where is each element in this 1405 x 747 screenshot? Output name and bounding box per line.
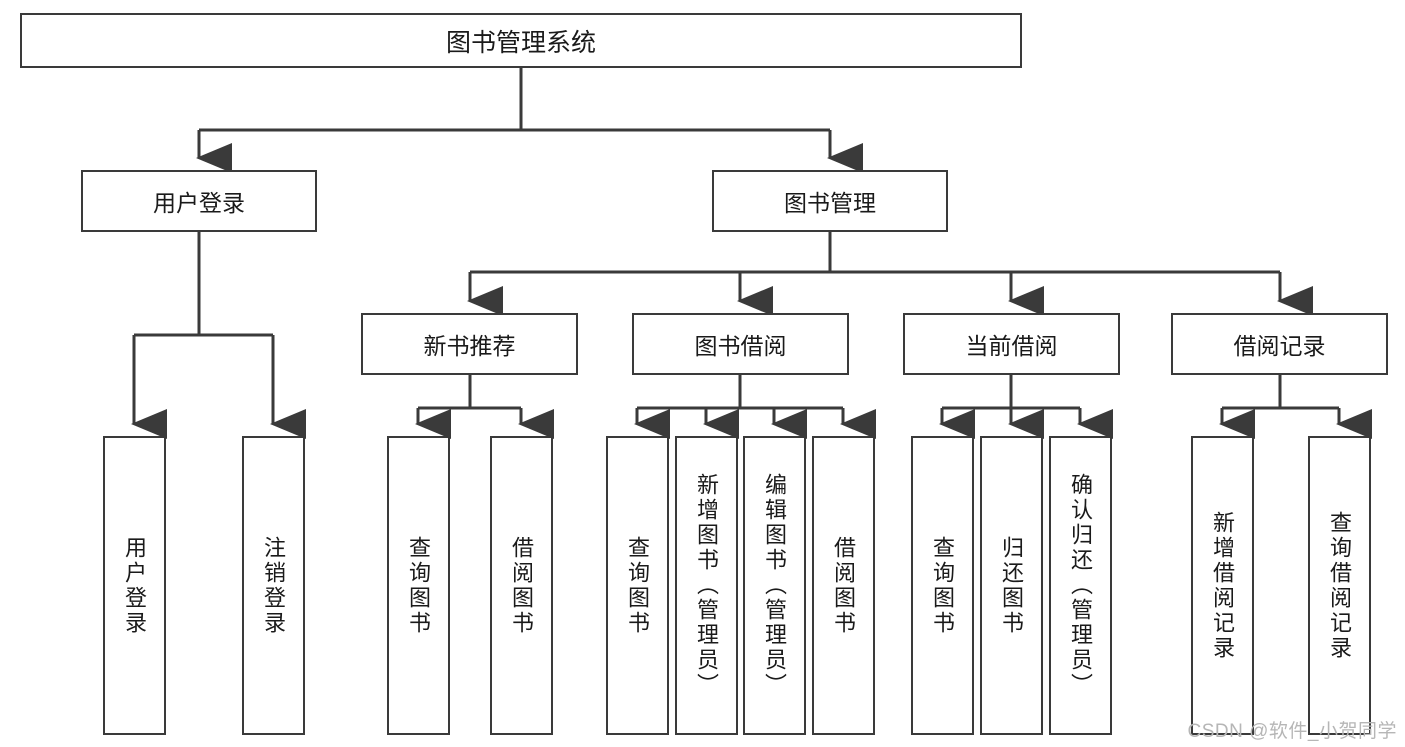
leaf-return-book[interactable]: 归还图书 bbox=[980, 436, 1043, 735]
leaf-return-book-label: 归还图书 bbox=[999, 535, 1025, 636]
node-borrow-record-label: 借阅记录 bbox=[1233, 333, 1326, 359]
leaf-confirm-return[interactable]: 确认归还（管理员） bbox=[1049, 436, 1112, 735]
leaf-query-record[interactable]: 查询借阅记录 bbox=[1308, 436, 1371, 735]
node-book-borrow-label: 图书借阅 bbox=[694, 333, 787, 359]
leaf-query-book-3-label: 查询图书 bbox=[930, 535, 956, 636]
node-user-login-label: 用户登录 bbox=[153, 190, 245, 216]
leaf-query-book-3[interactable]: 查询图书 bbox=[911, 436, 974, 735]
leaf-query-record-label: 查询借阅记录 bbox=[1327, 510, 1353, 661]
node-book-borrow[interactable]: 图书借阅 bbox=[632, 313, 849, 375]
node-root[interactable]: 图书管理系统 bbox=[20, 13, 1022, 68]
node-current-borrow-label: 当前借阅 bbox=[965, 333, 1058, 359]
node-root-label: 图书管理系统 bbox=[445, 28, 596, 57]
node-book-manage-label: 图书管理 bbox=[784, 190, 876, 216]
leaf-add-book[interactable]: 新增图书（管理员） bbox=[675, 436, 738, 735]
leaf-borrow-book-1[interactable]: 借阅图书 bbox=[490, 436, 553, 735]
leaf-edit-book-label: 编辑图书（管理员） bbox=[762, 473, 788, 698]
node-user-login[interactable]: 用户登录 bbox=[81, 170, 317, 232]
leaf-add-record-label: 新增借阅记录 bbox=[1210, 510, 1236, 661]
leaf-borrow-book-1-label: 借阅图书 bbox=[509, 535, 535, 636]
node-new-book-recommend-label: 新书推荐 bbox=[423, 333, 516, 359]
leaf-query-book-1-label: 查询图书 bbox=[406, 535, 432, 636]
node-current-borrow[interactable]: 当前借阅 bbox=[903, 313, 1120, 375]
node-book-manage[interactable]: 图书管理 bbox=[712, 170, 948, 232]
leaf-logout-login-label: 注销登录 bbox=[261, 535, 287, 636]
leaf-query-book-2[interactable]: 查询图书 bbox=[606, 436, 669, 735]
leaf-user-login-label: 用户登录 bbox=[122, 535, 148, 636]
leaf-user-login[interactable]: 用户登录 bbox=[103, 436, 166, 735]
leaf-confirm-return-label: 确认归还（管理员） bbox=[1068, 473, 1094, 698]
leaf-borrow-book-2-label: 借阅图书 bbox=[831, 535, 857, 636]
leaf-edit-book[interactable]: 编辑图书（管理员） bbox=[743, 436, 806, 735]
node-borrow-record[interactable]: 借阅记录 bbox=[1171, 313, 1388, 375]
leaf-logout-login[interactable]: 注销登录 bbox=[242, 436, 305, 735]
leaf-add-book-label: 新增图书（管理员） bbox=[694, 473, 720, 698]
node-new-book-recommend[interactable]: 新书推荐 bbox=[361, 313, 578, 375]
leaf-borrow-book-2[interactable]: 借阅图书 bbox=[812, 436, 875, 735]
leaf-query-book-2-label: 查询图书 bbox=[625, 535, 651, 636]
leaf-add-record[interactable]: 新增借阅记录 bbox=[1191, 436, 1254, 735]
leaf-query-book-1[interactable]: 查询图书 bbox=[387, 436, 450, 735]
